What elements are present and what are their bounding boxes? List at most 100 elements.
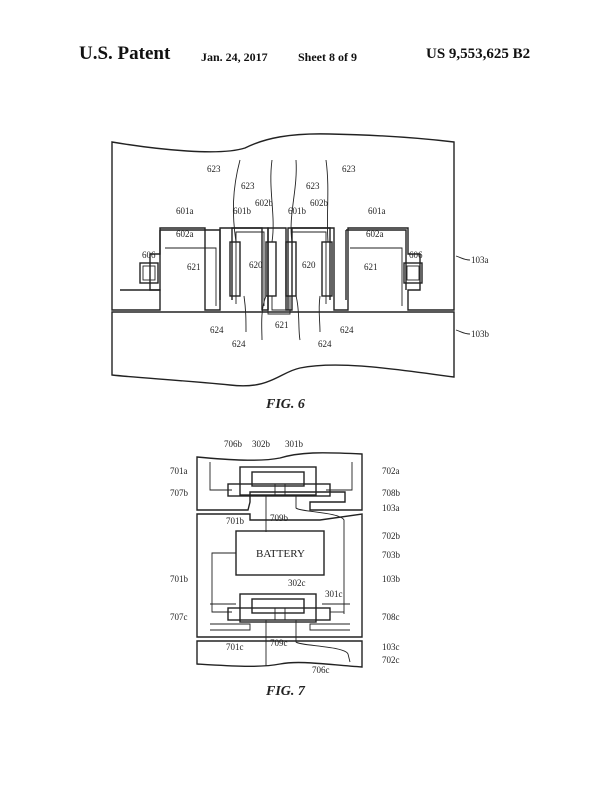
label-103b: 103b xyxy=(471,329,490,339)
wire-623-4 xyxy=(325,159,329,243)
label-624: 624 xyxy=(210,325,224,335)
label-302c: 302c xyxy=(288,578,306,588)
label-706b: 706b xyxy=(224,439,243,449)
channel-601b-left xyxy=(231,227,269,310)
label-702b: 702b xyxy=(382,531,401,541)
label-701b: 701b xyxy=(170,574,189,584)
figure-6-caption: FIG. 6 xyxy=(265,397,305,412)
label-624: 624 xyxy=(232,339,246,349)
label-606: 606 xyxy=(409,250,423,260)
wire-623-1 xyxy=(232,159,241,243)
clip-606-right-inner xyxy=(406,265,420,281)
figure-6: 623 623 623 623 601a 601a 601b 601b 602b… xyxy=(111,133,490,412)
leader-103a xyxy=(455,255,471,261)
label-701c: 701c xyxy=(226,642,244,652)
housing-103b xyxy=(111,311,455,387)
label-620: 620 xyxy=(249,260,263,270)
housing-103c xyxy=(196,640,363,668)
wire-624-1 xyxy=(243,295,247,333)
clip-606-right xyxy=(403,262,423,284)
divider-709c xyxy=(274,608,286,620)
bracket-lower-left xyxy=(210,603,251,631)
lower-u-channel xyxy=(267,296,291,315)
label-708c: 708c xyxy=(382,612,400,622)
wire-624-3 xyxy=(295,295,301,341)
label-709b: 709b xyxy=(270,513,289,523)
label-623: 623 xyxy=(342,164,356,174)
label-621: 621 xyxy=(187,262,201,272)
label-701a: 701a xyxy=(170,466,188,476)
label-702a: 702a xyxy=(382,466,400,476)
patent-date: Jan. 24, 2017 xyxy=(201,50,268,64)
housing-103a xyxy=(196,452,363,511)
label-301b: 301b xyxy=(285,439,304,449)
patent-title: U.S. Patent xyxy=(79,43,171,64)
module-301b xyxy=(239,466,317,496)
label-703b: 703b xyxy=(382,550,401,560)
label-706c: 706c xyxy=(312,665,330,675)
patent-number: US 9,553,625 B2 xyxy=(426,46,531,62)
wire-624-2 xyxy=(261,295,267,341)
label-103a: 103a xyxy=(471,255,489,265)
label-623: 623 xyxy=(306,181,320,191)
label-606: 606 xyxy=(142,250,156,260)
module-302b xyxy=(251,471,305,487)
wire-701b-loop xyxy=(211,552,236,613)
pad-621-1 xyxy=(229,241,241,297)
clip-606-left xyxy=(139,262,159,284)
board-706c xyxy=(227,607,331,621)
bracket-601a-left xyxy=(120,229,221,300)
label-709c: 709c xyxy=(270,638,288,648)
bracket-602a-right xyxy=(350,247,403,306)
wire-623-3 xyxy=(290,159,297,243)
wire-623-2 xyxy=(270,159,274,243)
label-624: 624 xyxy=(318,339,332,349)
label-621: 621 xyxy=(275,320,289,330)
label-602b: 602b xyxy=(255,198,274,208)
label-103a: 103a xyxy=(382,503,400,513)
figure-7: BATTERY 706b 302b 301b 701a 702a 707b 70… xyxy=(170,439,401,699)
label-708b: 708b xyxy=(382,488,401,498)
battery-label: BATTERY xyxy=(256,548,305,560)
label-602a: 602a xyxy=(366,229,384,239)
pad-621-2 xyxy=(265,241,277,297)
label-601a: 601a xyxy=(368,206,386,216)
bracket-602a-left xyxy=(165,247,217,306)
bracket-601a-right xyxy=(345,229,407,300)
sheet-number: Sheet 8 of 9 xyxy=(298,50,357,64)
channel-602b-right xyxy=(291,231,327,306)
bracket-lower-right xyxy=(309,603,350,631)
label-103c: 103c xyxy=(382,642,400,652)
figure-7-caption: FIG. 7 xyxy=(265,684,306,699)
label-602a: 602a xyxy=(176,229,194,239)
pad-621-4 xyxy=(321,241,333,297)
module-302c xyxy=(251,598,305,614)
label-707c: 707c xyxy=(170,612,188,622)
wire-702b xyxy=(295,496,345,614)
clip-606-left-inner xyxy=(142,265,156,281)
label-623: 623 xyxy=(207,164,221,174)
label-702c: 702c xyxy=(382,655,400,665)
label-601b: 601b xyxy=(233,206,252,216)
label-103b: 103b xyxy=(382,574,401,584)
label-623: 623 xyxy=(241,181,255,191)
label-707b: 707b xyxy=(170,488,189,498)
label-602b: 602b xyxy=(310,198,329,208)
label-701b: 701b xyxy=(226,516,245,526)
wire-702c xyxy=(295,620,351,663)
leader-103b xyxy=(455,329,471,335)
conn-702a xyxy=(326,462,353,491)
label-620: 620 xyxy=(302,260,316,270)
channel-601b-right xyxy=(287,227,331,310)
label-301c: 301c xyxy=(325,589,343,599)
label-601a: 601a xyxy=(176,206,194,216)
divider-709b xyxy=(274,484,286,496)
conn-701a xyxy=(209,462,232,491)
wire-624-4 xyxy=(318,295,321,333)
label-601b: 601b xyxy=(288,206,307,216)
channel-602b-left xyxy=(235,231,265,306)
pad-621-3 xyxy=(285,241,297,297)
housing-103a xyxy=(111,133,455,311)
label-621: 621 xyxy=(364,262,378,272)
